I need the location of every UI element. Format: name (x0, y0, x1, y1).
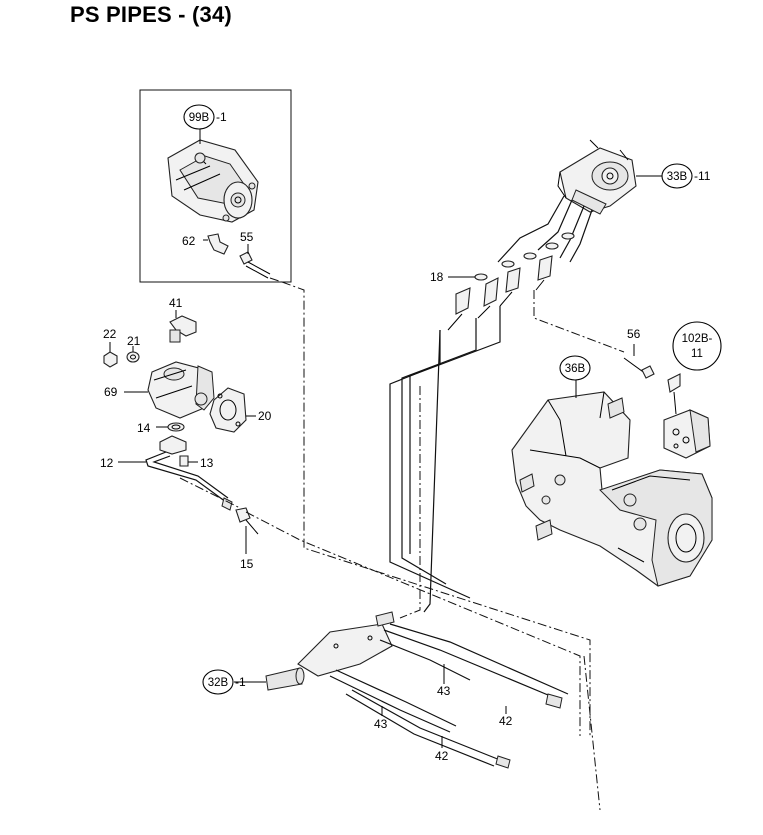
o-ring-set-18[interactable] (448, 232, 575, 281)
elbow-fitting-41[interactable] (169, 310, 197, 343)
part-label-18: 18 (430, 270, 444, 284)
part-label-43-lower: 43 (374, 717, 388, 731)
part-label-55: 55 (240, 230, 254, 244)
bolt-56[interactable] (623, 344, 655, 379)
routing-lines (179, 277, 625, 811)
callout-102b[interactable]: 102B- 11 (672, 321, 722, 371)
steering-unit-33b[interactable] (557, 139, 637, 215)
part-label-62: 62 (182, 234, 196, 248)
pipe-bracket-32b[interactable] (234, 611, 395, 691)
part-label-41: 41 (169, 296, 183, 310)
fitting-15[interactable] (235, 507, 259, 554)
part-label-14: 14 (137, 421, 151, 435)
pipe-flange-12[interactable] (118, 435, 233, 511)
callout-99b-suffix: -1 (216, 110, 227, 124)
hydraulic-pump-99b[interactable] (167, 128, 259, 223)
part-label-69: 69 (104, 385, 118, 399)
part-label-21: 21 (127, 334, 141, 348)
valve-102b[interactable] (663, 373, 711, 459)
callout-33b[interactable]: 33B -11 (636, 163, 711, 189)
part-label-42-upper: 42 (499, 714, 513, 728)
bolt-55[interactable] (239, 244, 271, 279)
part-label-22: 22 (103, 327, 117, 341)
callout-99b-ref: 99B (189, 112, 210, 124)
callout-102b-line1: 102B- (682, 333, 713, 345)
part-label-56: 56 (627, 327, 641, 341)
part-label-15: 15 (240, 557, 254, 571)
elbow-fitting-62[interactable] (203, 233, 229, 255)
nut-22[interactable] (103, 342, 118, 368)
part-label-12: 12 (100, 456, 114, 470)
hose-fittings[interactable] (447, 255, 553, 331)
transmission-case-36b[interactable] (511, 380, 713, 587)
callout-99b[interactable]: 99B -1 (183, 104, 227, 130)
part-label-20: 20 (258, 409, 272, 423)
pump-group-box (139, 89, 292, 283)
callout-102b-line2: 11 (691, 348, 703, 360)
callout-36b-ref: 36B (565, 363, 586, 375)
gasket-20[interactable] (209, 387, 256, 433)
pressure-pipes-42-43[interactable] (329, 623, 569, 769)
part-label-13: 13 (200, 456, 214, 470)
callout-33b-ref: 33B (667, 171, 688, 183)
callout-33b-suffix: -11 (694, 169, 711, 183)
washer-21[interactable] (126, 346, 140, 363)
part-label-43-upper: 43 (437, 684, 451, 698)
callout-32b[interactable]: 32B -1 (202, 669, 246, 695)
callout-32b-ref: 32B (208, 677, 229, 689)
gear-pump-69[interactable] (124, 361, 215, 419)
page-title: PS PIPES - (34) (70, 2, 232, 27)
o-ring-14[interactable] (156, 422, 185, 432)
steering-hoses (497, 195, 593, 263)
callout-32b-suffix: -1 (235, 675, 246, 689)
part-labels: 62 55 41 22 21 69 20 14 12 13 15 18 56 4… (100, 230, 641, 763)
part-label-42-lower: 42 (435, 749, 449, 763)
callout-36b[interactable]: 36B (559, 355, 591, 381)
bolt-13[interactable] (179, 455, 198, 467)
